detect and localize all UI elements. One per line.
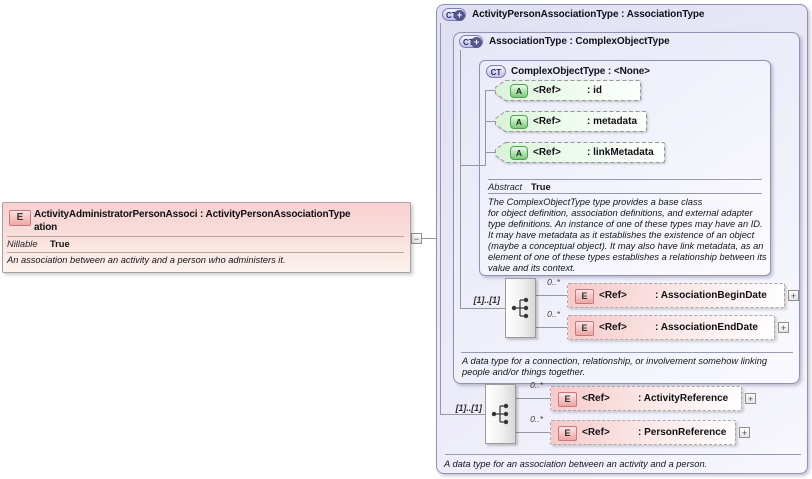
element-ref: <Ref>	[582, 393, 610, 404]
type-description-line: element of one of these types establishe…	[488, 252, 767, 262]
element-description: An association between an activity and a…	[7, 255, 286, 265]
sequence-compositor-icon[interactable]	[505, 278, 536, 338]
element-name: : AssociationEndDate	[655, 322, 758, 333]
complex-type-title: AssociationType : ComplexObjectType	[489, 36, 670, 47]
element-declaration-box[interactable]: E ActivityAdministratorPersonAssoci : Ac…	[2, 202, 411, 273]
attribute-ref: <Ref>	[533, 116, 561, 127]
sequence-compositor-icon[interactable]	[485, 384, 516, 444]
attribute-shape	[495, 80, 641, 101]
complex-type-icon: CT +	[442, 8, 466, 21]
divider	[445, 454, 801, 455]
ct-icon-label: CT	[490, 68, 502, 77]
attribute-icon: A	[510, 115, 528, 129]
type-description-line: people and/or things together.	[462, 367, 586, 377]
type-description-line: value and its context.	[488, 263, 576, 273]
divider	[488, 193, 762, 194]
connector-line	[440, 414, 486, 415]
connector-line	[485, 152, 496, 153]
type-description-line: It may have metadata as it establishes t…	[488, 230, 755, 240]
connector-line	[460, 50, 461, 308]
element-icon: E	[558, 392, 577, 407]
attribute-ref: <Ref>	[533, 147, 561, 158]
divider	[7, 236, 404, 237]
complex-type-box-complex-object-type: CT ComplexObjectType : <None> Abstract T…	[479, 60, 771, 276]
attribute-id[interactable]: A <Ref> : id	[495, 80, 641, 101]
expand-button[interactable]: +	[745, 393, 756, 404]
sequence-glyph	[491, 403, 509, 425]
element-name: : ActivityReference	[638, 393, 729, 404]
connector-line	[460, 165, 486, 166]
divider	[461, 352, 793, 353]
attribute-name: : metadata	[587, 116, 638, 127]
derived-plus-icon: +	[471, 36, 482, 48]
connector-line	[409, 238, 437, 239]
type-description-line: for object definition, association defin…	[488, 208, 753, 218]
type-description-line: (maybe a conceptual object). It may also…	[488, 241, 764, 251]
connector-line	[516, 432, 550, 433]
element-ref: <Ref>	[599, 290, 627, 301]
attribute-link-metadata[interactable]: A <Ref> : linkMetadata	[495, 142, 665, 163]
complex-type-title: ActivityPersonAssociationType : Associat…	[472, 9, 705, 20]
property-label: Nillable	[7, 239, 38, 249]
element-title-line2: ation	[34, 222, 58, 233]
connector-line	[485, 90, 486, 166]
expand-button[interactable]: +	[788, 290, 799, 301]
occurrence-label: 0..*	[530, 380, 543, 390]
type-description-line: The ComplexObjectType type provides a ba…	[488, 197, 703, 207]
element-name: : AssociationBeginDate	[655, 290, 767, 301]
element-title-line1: ActivityAdministratorPersonAssoci : Acti…	[34, 209, 351, 220]
element-activity-reference[interactable]: E <Ref> : ActivityReference	[550, 386, 742, 411]
collapse-button[interactable]: −	[411, 233, 422, 244]
type-description-line: type definitions. An instance of one of …	[488, 219, 763, 229]
element-icon: E	[558, 426, 577, 441]
attribute-name: : id	[587, 85, 602, 96]
divider	[488, 179, 762, 180]
attribute-shape	[495, 111, 647, 132]
expand-button[interactable]: +	[739, 427, 750, 438]
connector-line	[485, 121, 496, 122]
complex-type-icon: CT +	[459, 35, 483, 48]
cardinality-label: [1]..[1]	[455, 403, 482, 413]
complex-type-title: ComplexObjectType : <None>	[511, 66, 650, 77]
cardinality-label: [1]..[1]	[473, 295, 500, 305]
occurrence-label: 0..*	[547, 309, 560, 319]
property-value: True	[531, 182, 551, 192]
element-icon: E	[575, 321, 594, 336]
attribute-metadata[interactable]: A <Ref> : metadata	[495, 111, 647, 132]
connector-line	[536, 295, 567, 296]
connector-line	[516, 398, 550, 399]
element-ref: <Ref>	[599, 322, 627, 333]
occurrence-label: 0..*	[530, 414, 543, 424]
connector-line	[460, 308, 506, 309]
property-label: Abstract	[488, 182, 523, 192]
element-association-begin-date[interactable]: E <Ref> : AssociationBeginDate	[567, 283, 785, 308]
element-person-reference[interactable]: E <Ref> : PersonReference	[550, 420, 736, 445]
attribute-ref: <Ref>	[533, 85, 561, 96]
type-description: A data type for an association between a…	[444, 459, 708, 469]
element-icon: E	[575, 289, 594, 304]
connector-line	[485, 90, 496, 91]
attribute-shape	[495, 142, 665, 163]
connector-line	[536, 327, 567, 328]
ct-icon-label: CT	[446, 11, 457, 20]
element-ref: <Ref>	[582, 427, 610, 438]
derived-plus-icon: +	[454, 9, 465, 21]
sequence-glyph	[511, 297, 529, 319]
connector-line	[440, 23, 441, 414]
property-value: True	[50, 239, 70, 249]
occurrence-label: 0..*	[547, 277, 560, 287]
complex-type-icon: CT	[486, 65, 506, 78]
element-name: : PersonReference	[638, 427, 727, 438]
ct-icon-label: CT	[463, 38, 474, 47]
attribute-icon: A	[510, 146, 528, 160]
expand-button[interactable]: +	[778, 322, 789, 333]
element-icon: E	[9, 210, 31, 226]
attribute-name: : linkMetadata	[587, 147, 654, 158]
divider	[7, 252, 404, 253]
attribute-icon: A	[510, 84, 528, 98]
element-association-end-date[interactable]: E <Ref> : AssociationEndDate	[567, 315, 775, 340]
type-description-line: A data type for a connection, relationsh…	[462, 356, 768, 366]
